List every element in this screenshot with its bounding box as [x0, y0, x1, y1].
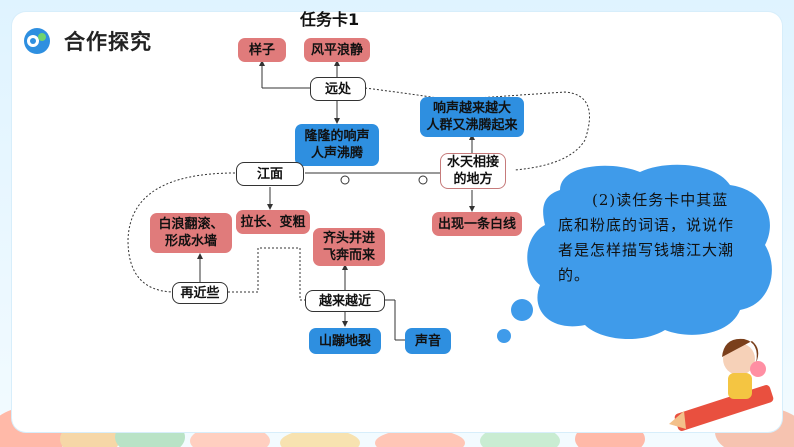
node-qitou: 齐头并进飞奔而来	[313, 228, 385, 266]
node-yangzi: 样子	[238, 38, 286, 62]
node-shanbeng: 山蹦地裂	[309, 328, 381, 354]
node-xiangsheng: 响声越来越大人群又沸腾起来	[420, 97, 524, 137]
node-fengping: 风平浪静	[304, 38, 370, 62]
thought-bubble	[497, 164, 772, 343]
node-longlong: 隆隆的响声人声沸腾	[295, 124, 379, 166]
node-yuelaiyuejin: 越来越近	[305, 290, 385, 312]
node-yuanchu: 远处	[310, 77, 366, 101]
bubble-question: (2)读任务卡中其蓝底和粉底的词语，说说作者是怎样描写钱塘江大潮的。	[558, 191, 735, 284]
task-card-title: 任务卡1	[300, 10, 360, 29]
node-jiangmian: 江面	[236, 162, 304, 186]
header: 合作探究	[12, 24, 152, 58]
page-title: 合作探究	[64, 30, 152, 54]
node-shengyin: 声音	[405, 328, 451, 354]
node-lachang: 拉长、变粗	[236, 210, 310, 234]
logo-icon	[22, 26, 52, 56]
node-zaijinxie: 再近些	[172, 282, 228, 304]
girl-on-pencil-illustration	[669, 338, 774, 431]
node-chuxian: 出现一条白线	[432, 212, 522, 236]
node-bailang: 白浪翻滚、形成水墙	[150, 213, 232, 253]
node-shuitian: 水天相接的地方	[440, 153, 506, 189]
